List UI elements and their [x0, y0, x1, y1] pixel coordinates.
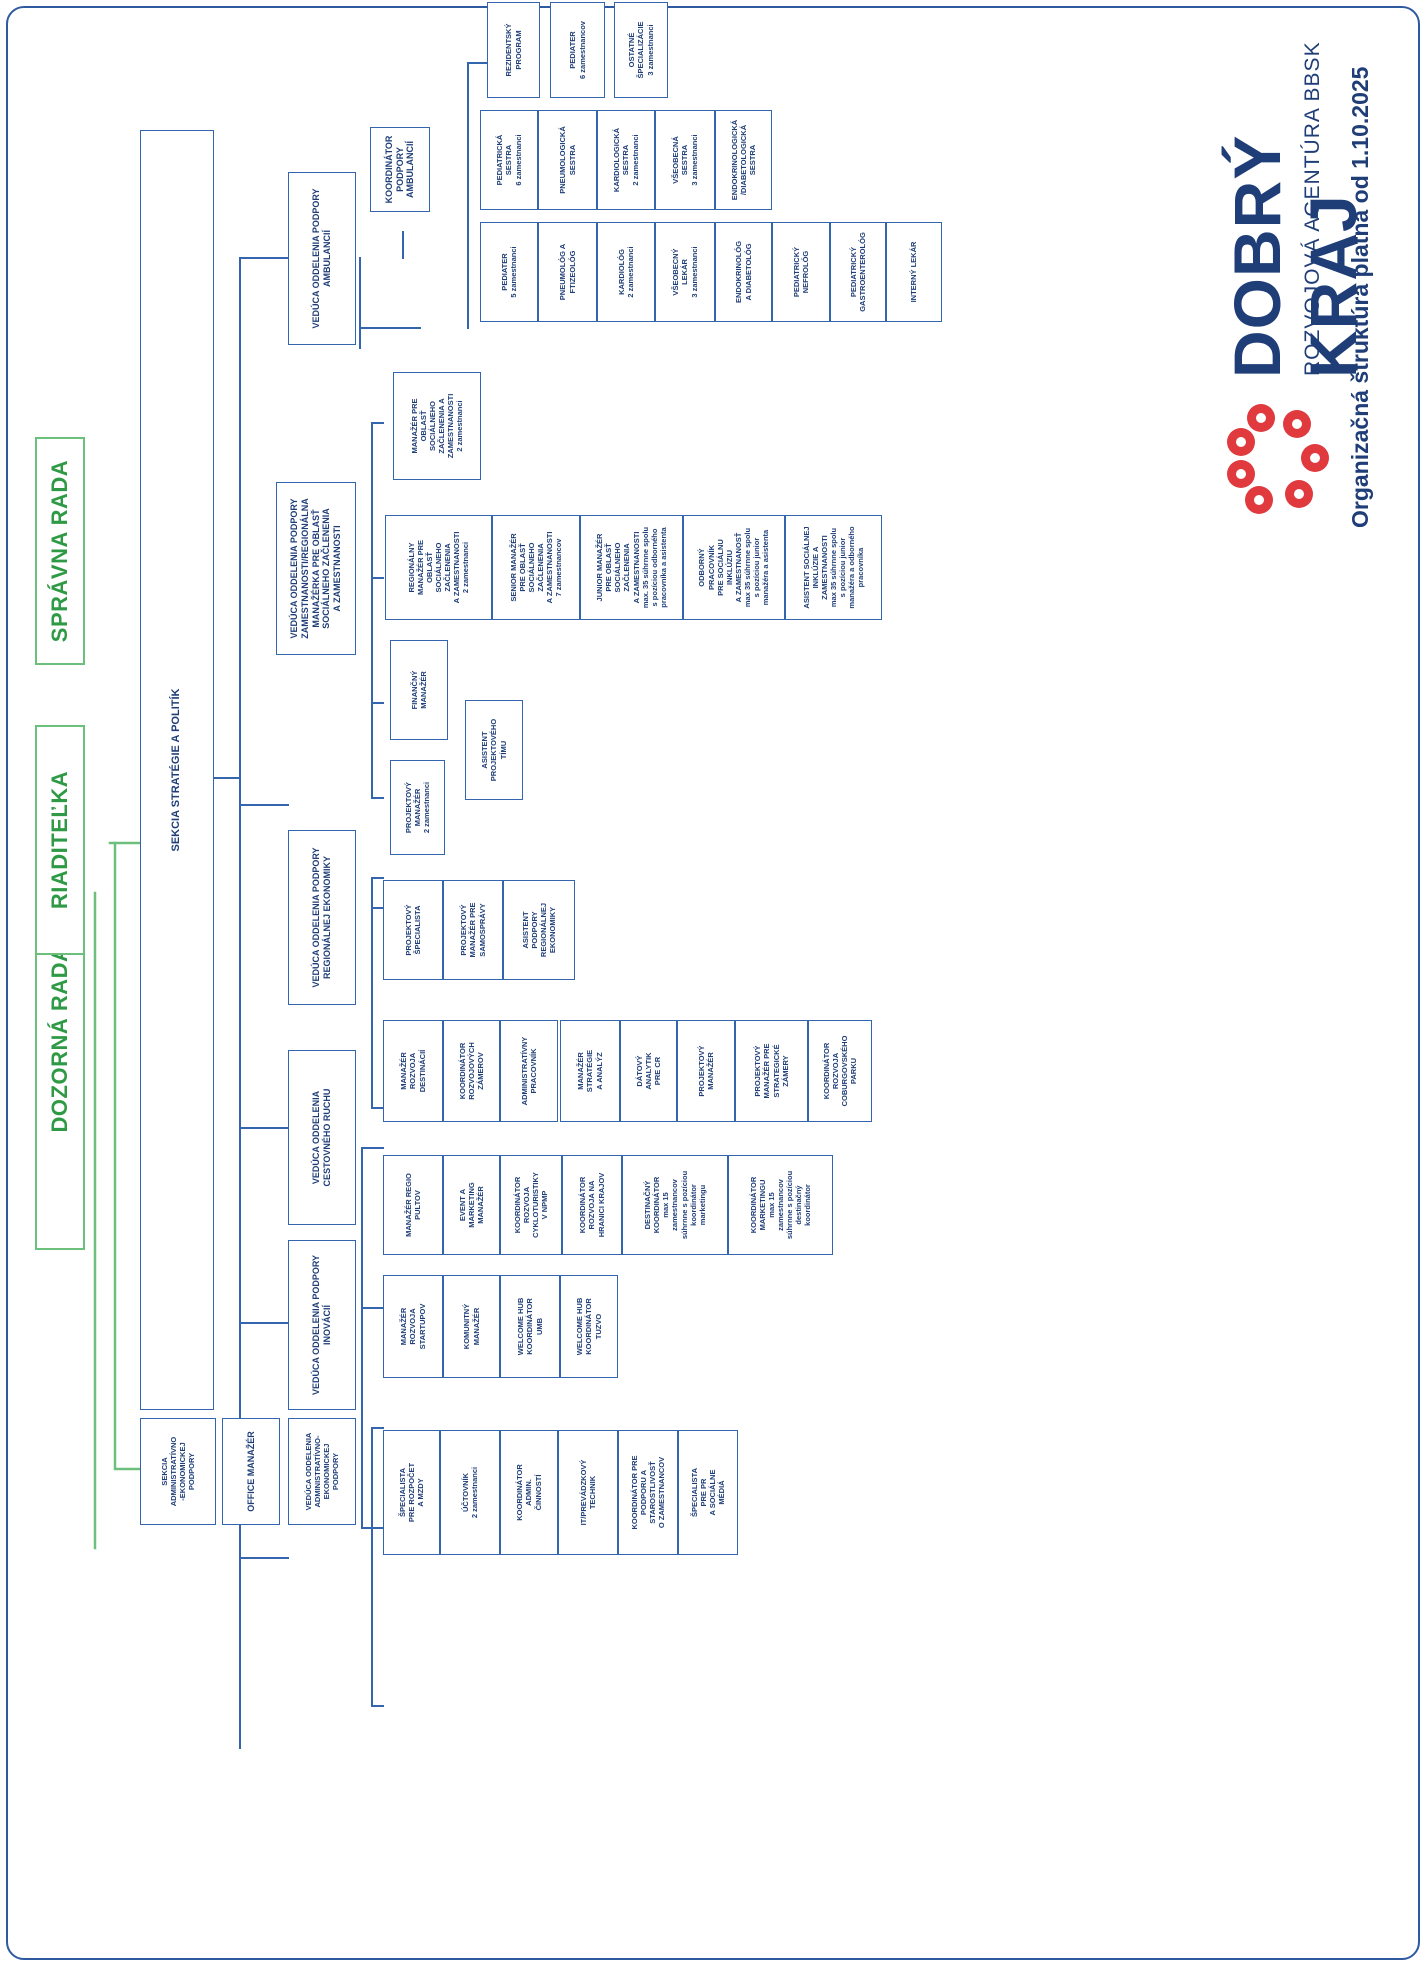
- tourism-staff-box: PROJEKTOVÝ MANAŽÉR PRE STRATEGICKÉ ZÁMER…: [735, 1020, 808, 1122]
- doctor-box: PEDIATRICKÝ NEFROLÓG: [772, 222, 830, 322]
- tourism-staff-box: EVENT A MARKETING MANAŽÉR: [443, 1155, 500, 1255]
- brand-block: DOBRÝ KRAJ ROZVOJOVÁ AGENTÚRA BBSK Organ…: [1215, 28, 1415, 548]
- admin-staff-box: KOORDINÁTOR ADMIN. ČINNOSTÍ: [500, 1430, 558, 1555]
- tourism-staff-box: KOORDINÁTOR MARKETINGU max 15 zamestnanc…: [728, 1155, 833, 1255]
- innovation-vertical: [371, 1427, 384, 1707]
- tourism-staff-box: MANAŽÉR REGIO PULTOV: [383, 1155, 443, 1255]
- riaditelka-box: RIADITEĽKA: [35, 725, 85, 955]
- tourism-staff-box: DESTINAČNÝ KOORDINÁTOR max 15 zamestnanc…: [622, 1155, 728, 1255]
- office-manager-box: OFFICE MANAŽÉR: [222, 1418, 280, 1525]
- tourism-staff-box: PROJEKTOVÝ MANAŽÉR: [677, 1020, 735, 1122]
- tourism-staff-box: MANAŽÉR STRATÉGIE A ANALÝZ: [560, 1020, 620, 1122]
- admin-staff-box: ÚČTOVNÍK 2 zamestnanci: [440, 1430, 500, 1555]
- doctor-box: PEDIATRICKÝ GASTROENTEROLÓG: [830, 222, 886, 322]
- admin-staff-box: IT/PREVÁDZKOVÝ TECHNIK: [558, 1430, 618, 1555]
- regional-staff-box: PROJEKTOVÝ MANAŽÉR PRE SAMOSPRÁVY: [443, 880, 503, 980]
- financial-manager-box: FINANČNÝ MANAŽÉR: [390, 640, 448, 740]
- clinics-coordinator-box: KOORDINÁTOR PODPORY AMBULANCIÍ: [370, 127, 430, 212]
- admin-staff-box: ŠPECIALISTA PRE PR A SOCIÁLNE MÉDIÁ: [678, 1430, 738, 1555]
- clinics-department-head-box: VEDÚCA ODDELENIA PODPORY AMBULANCIÍ: [288, 172, 356, 345]
- tourism-staff-box: KOORDINÁTOR ROZVOJA COBURGOVSKÉHO PARKU: [808, 1020, 872, 1122]
- employment-staff-box: JUNIOR MANAŽÉR PRE OBLASŤ SOCIÁLNEHO ZAČ…: [580, 515, 683, 620]
- regional-department-head-box: VEDÚCA ODDELENIA PODPORY REGIONÁLNEJ EKO…: [288, 830, 356, 1005]
- tourism-staff-box: ADMINISTRATÍVNY PRACOVNÍK: [500, 1020, 558, 1122]
- dept-drops: [240, 258, 288, 1468]
- admin-econ-section-box: SEKCIA ADMINISTRATÍVNO -EKONOMICKEJ PODP…: [140, 1418, 216, 1525]
- regional-staff-box: PROJEKTOVÝ ŠPECIALISTA: [383, 880, 443, 980]
- page-frame: [6, 6, 1420, 1960]
- admin-bus: [370, 1928, 1120, 1948]
- clinics-long-bus: [467, 62, 491, 329]
- program-box: PEDIATER 6 zamestnancov: [550, 2, 605, 98]
- project-assistant-box: ASISTENT PROJEKTOVÉHO TÍMU: [465, 700, 523, 800]
- nurse-box: KARDIOLOGICKÁ SESTRA 2 zamestnanci: [597, 110, 655, 210]
- green-director-line: [115, 748, 140, 1468]
- nurse-box: VŠEOBECNÁ SESTRA 3 zamestnanci: [655, 110, 715, 210]
- tourism-staff-box: KOORDINÁTOR ROZVOJA NA HRANICI KRAJOV: [562, 1155, 622, 1255]
- spravna-rada-box: SPRÁVNA RADA: [35, 437, 85, 665]
- tourism-staff-box: DÁTOVÝ ANALYTIK PRE CR: [620, 1020, 677, 1122]
- employment-area-manager-box: MANAŽÉR PRE OBLASŤ SOCIÁLNEHO ZAČLENENIA…: [393, 372, 481, 480]
- employment-vertical: [371, 422, 384, 909]
- nurse-box: PEDIATRICKÁ SESTRA 6 zamestnanci: [480, 110, 538, 210]
- doctor-box: PNEUMOLÓG A FTIZEOLÓG: [538, 222, 597, 322]
- doctor-box: ENDOKRINOLÓG A DIABETOLÓG: [715, 222, 772, 322]
- doctor-box: KARDIOLÓG 2 zamestnanci: [597, 222, 655, 322]
- innovation-staff-box: MANAŽÉR ROZVOJA STARTUPOV: [383, 1275, 443, 1378]
- dobry-kraj-logo-icon: [1227, 404, 1329, 514]
- nurse-box: ENDOKRINOLOGICKÁ /DIABETOLOGICKÁ SESTRA: [715, 110, 772, 210]
- program-box: OSTATNÉ ŠPECIALIZÁCIE 3 zamestnanci: [614, 2, 668, 98]
- employment-staff-box: REGIONÁLNY MANAŽÉR PRE OBLASŤ SOCIÁLNEHO…: [385, 515, 492, 620]
- clinics-branch: [359, 257, 421, 349]
- employment-staff-box: ASISTENT SOCIÁLNEJ INKLÚZIE A ZAMESTNANO…: [785, 515, 882, 620]
- tourism-staff-box: KOORDINÁTOR ROZVOJA CYKLOTURISTIKY V NPM…: [500, 1155, 562, 1255]
- employment-department-head-box: VEDÚCA ODDELENIA PODPORY ZAMESTNANOSTI/R…: [276, 482, 356, 655]
- doctor-box: VŠEOBECNÝ LEKÁR 3 zamestnanci: [655, 222, 715, 322]
- tourism-department-head-box: VEDÚCA ODDELENIA CESTOVNÉHO RUCHU: [288, 1050, 356, 1225]
- project-manager-box: PROJEKTOVÝ MANAŽÉR 2 zamestnanci: [390, 760, 445, 855]
- dept-links: [239, 257, 289, 1559]
- admin-staff-box: KOORDINÁTOR PRE PODPORU A STAROSTLIVOSŤ …: [618, 1430, 678, 1555]
- innovation-staff-box: KOMUNITNÝ MANAŽÉR: [443, 1275, 500, 1378]
- brand-subtitle: ROZVOJOVÁ AGENTÚRA BBSK: [1301, 41, 1324, 376]
- doctor-box: PEDIATER 5 zamestnanci: [480, 222, 538, 322]
- admin-department-head-box: VEDÚCA ODDELENIA ADMINISTRATÍVNO- EKONOM…: [288, 1418, 356, 1525]
- employment-staff-box: ODBORNÝ PRACOVNÍK PRE SOCIÁLNU INKLÚZIU …: [683, 515, 785, 620]
- tourism-staff-box: KOORDINÁTOR ROZVOJOVÝCH ZÁMEROV: [443, 1020, 500, 1122]
- admin-staff-box: ŠPECIALISTA PRE ROZPOČET A MZDY: [383, 1430, 440, 1555]
- regional-vertical: [371, 877, 384, 1109]
- tourism-staff-box: MANAŽÉR ROZVOJA DESTINÁCIÍ: [383, 1020, 443, 1122]
- regional-staff-box: ASISTENT PODPORY REGIONÁLNEJ EKONOMIKY: [503, 880, 575, 980]
- doctor-box: INTERNÝ LEKÁR: [886, 222, 942, 322]
- innovation-department-head-box: VEDÚCA ODDELENIA PODPORY INOVÁCIÍ: [288, 1240, 356, 1410]
- program-box: REZIDENTSKÝ PROGRAM: [487, 2, 540, 98]
- innovation-staff-box: WELCOME HUB KOORDINÁTOR TUZVO: [560, 1275, 618, 1378]
- structure-validity-note: Organizačná štruktúra platná od 1.10.202…: [1347, 66, 1373, 528]
- strategy-section-box: SEKCIA STRATÉGIE A POLITÍK: [140, 130, 214, 1410]
- innovation-staff-box: WELCOME HUB KOORDINÁTOR UMB: [500, 1275, 560, 1378]
- nurse-box: PNEUMOLOGICKÁ SESTRA: [538, 110, 597, 210]
- employment-staff-box: SENIOR MANAŽÉR PRE OBLASŤ SOCIÁLNEHO ZAČ…: [492, 515, 580, 620]
- director-to-admin-section: [113, 841, 143, 1471]
